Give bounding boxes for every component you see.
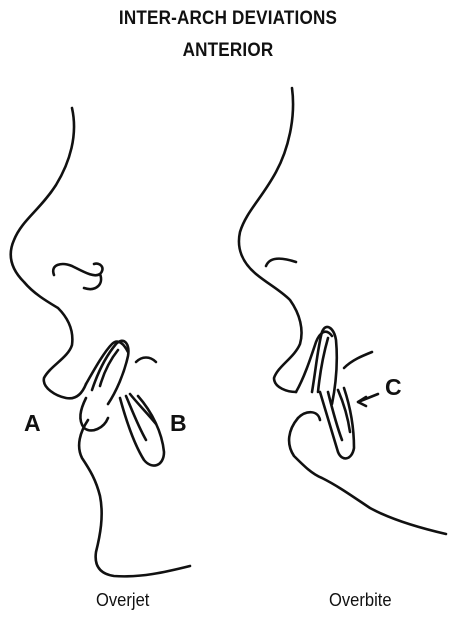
marker-a: A [24, 410, 41, 437]
overbite-caption: Overbite [329, 590, 392, 611]
overjet-nostril [53, 264, 102, 289]
overjet-upper-incisor [92, 341, 128, 404]
overbite-profile [239, 88, 446, 534]
overbite-upper-incisor [312, 327, 337, 404]
overbite-chin [289, 418, 446, 534]
overbite-nostril [266, 259, 296, 266]
overbite-arrow [358, 394, 378, 406]
overbite-lower-lip [298, 412, 320, 420]
overjet-lower-incisor-2 [130, 394, 156, 424]
overjet-profile [11, 108, 190, 576]
marker-c: C [385, 374, 402, 401]
overbite-face-upper-outline [239, 88, 302, 392]
overjet-caption: Overjet [96, 590, 149, 611]
overbite-lower-incisor-2 [338, 390, 350, 432]
overjet-lip-line [136, 358, 156, 363]
overjet-face-upper-outline [11, 108, 86, 398]
overbite-lip-line [344, 352, 372, 368]
marker-b: B [170, 410, 187, 437]
